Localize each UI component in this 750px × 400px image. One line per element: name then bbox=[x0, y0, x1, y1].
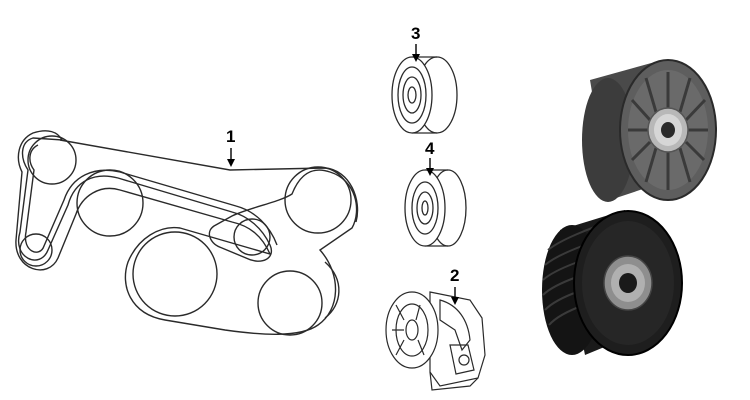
callout-4: 4 bbox=[425, 139, 435, 158]
belt-tensioner-drawing bbox=[385, 287, 486, 391]
callout-3: 3 bbox=[411, 24, 421, 43]
power-steering-circle bbox=[257, 270, 323, 336]
alternator-pulley-circle bbox=[76, 169, 144, 237]
black-grooved-pulley-photo bbox=[542, 210, 683, 356]
idler-circle-left bbox=[19, 233, 53, 267]
ac-pulley-circle bbox=[284, 166, 352, 234]
belt-inner-edge bbox=[24, 144, 278, 253]
gray-pulley-photo bbox=[582, 59, 717, 202]
serpentine-belt bbox=[15, 130, 358, 335]
belt-routing-diagram bbox=[15, 130, 359, 336]
water-pump-circle bbox=[132, 231, 218, 317]
callout-1: 1 bbox=[226, 127, 236, 146]
tensioner-circle bbox=[233, 218, 271, 256]
crank-pulley-circle bbox=[27, 135, 77, 185]
idler-pulley-4-drawing bbox=[404, 158, 467, 247]
idler-pulley-3-drawing bbox=[391, 44, 458, 134]
callout-2: 2 bbox=[450, 266, 460, 285]
